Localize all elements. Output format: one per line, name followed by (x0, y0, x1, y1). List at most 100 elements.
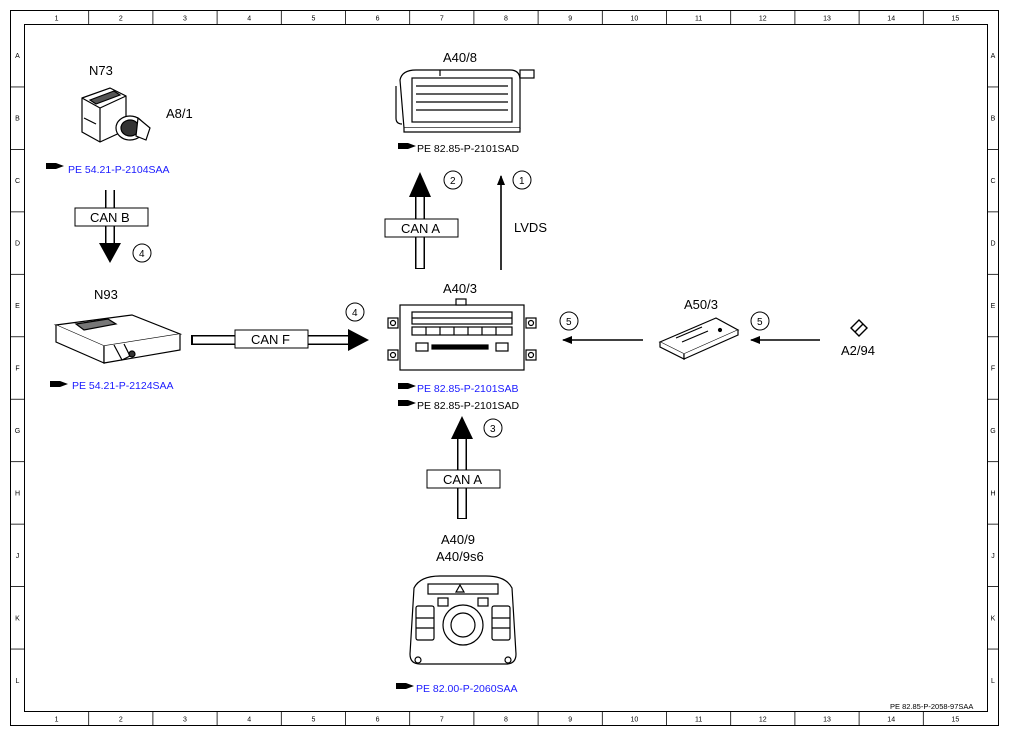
grid-column-label: 14 (887, 16, 895, 23)
grid-column-label: 3 (183, 717, 187, 724)
grid-row-label: F (15, 366, 19, 373)
a40-3-ref-2[interactable]: PE 82.85-P-2101SAD (417, 400, 520, 412)
step-5-marker: 5 (566, 317, 572, 328)
can-a-top-label: CAN A (401, 221, 440, 236)
n93-module-icon (53, 314, 183, 364)
grid-column-label: 10 (631, 717, 639, 724)
ref-pointer-icon (398, 383, 416, 389)
inner-frame (24, 24, 988, 712)
grid-row-label: C (990, 178, 995, 185)
a40-8-ref[interactable]: PE 82.85-P-2101SAD (417, 143, 520, 155)
ref-pointer-icon (50, 381, 68, 387)
grid-column-label: 6 (376, 16, 380, 23)
grid-column-label: 4 (247, 717, 251, 724)
can-b-label: CAN B (90, 210, 130, 225)
step-3-marker: 3 (490, 424, 496, 435)
ref-pointer-icon (398, 400, 416, 406)
grid-row-label: G (15, 428, 20, 435)
grid-row-label: G (990, 428, 995, 435)
can-a-top-box (384, 218, 459, 238)
grid-column-label: 15 (952, 16, 960, 23)
can-f-arrowhead (348, 329, 369, 351)
a40-3-ref-link[interactable]: PE 82.85-P-2101SAB (417, 383, 519, 395)
grid-column-label: 7 (440, 717, 444, 724)
grid-ticks (10, 10, 999, 726)
grid-column-label: 2 (119, 16, 123, 23)
grid-column-label: 12 (759, 16, 767, 23)
grid-row-label: A (991, 53, 996, 60)
grid-column-label: 13 (823, 16, 831, 23)
n93-label: N93 (94, 287, 118, 302)
a40-9s6-label: A40/9s6 (436, 549, 484, 564)
grid-column-label: 6 (376, 717, 380, 724)
a40-8-label: A40/8 (443, 50, 477, 65)
grid-column-label: 14 (887, 717, 895, 724)
step-5-marker: 5 (757, 317, 763, 328)
grid-column-label: 9 (568, 717, 572, 724)
step-2-marker: 2 (450, 176, 456, 187)
grid-row-label: H (990, 490, 995, 497)
can-a-bottom-label: CAN A (443, 472, 482, 487)
grid-column-label: 4 (247, 16, 251, 23)
ignition-switch-icon (81, 87, 151, 143)
grid-row-label: D (990, 241, 995, 248)
step-4-marker: 4 (139, 249, 145, 260)
n93-ref-link[interactable]: PE 54.21-P-2124SAA (72, 380, 174, 392)
grid-column-labels: 1122334455667788991010111112121313141415… (55, 16, 960, 724)
step-4-marker: 4 (352, 308, 358, 319)
grid-column-label: 11 (695, 16, 702, 23)
ref-pointer-icon (396, 683, 414, 689)
grid-row-label: B (991, 116, 996, 123)
antenna-icon (850, 319, 868, 337)
grid-column-label: 11 (695, 717, 702, 724)
grid-column-label: 8 (504, 16, 508, 23)
can-b-arrowhead (99, 243, 121, 263)
grid-column-label: 3 (183, 16, 187, 23)
a2-94-label: A2/94 (841, 343, 875, 358)
grid-column-label: 10 (631, 16, 639, 23)
lvds-label: LVDS (514, 220, 547, 235)
grid-column-label: 13 (823, 717, 831, 724)
grid-column-label: 2 (119, 717, 123, 724)
grid-row-label: J (16, 553, 20, 560)
grid-column-label: 5 (311, 717, 315, 724)
grid-column-label: 15 (952, 717, 960, 724)
grid-row-label: L (991, 678, 995, 685)
n73-ref-link[interactable]: PE 54.21-P-2104SAA (68, 164, 170, 176)
a40-9-label: A40/9 (441, 532, 475, 547)
can-a-bottom-arrowhead (451, 416, 473, 439)
grid-row-label: L (16, 678, 20, 685)
a50-3-label: A50/3 (684, 297, 718, 312)
grid-row-label: E (991, 303, 996, 310)
document-id: PE 82.85-P-2058-97SAA (890, 702, 973, 711)
ref-pointer-icon (46, 163, 64, 169)
a40-3-label: A40/3 (443, 281, 477, 296)
grid-column-label: 1 (55, 717, 59, 724)
grid-column-label: 1 (55, 16, 59, 23)
can-b-box (74, 207, 149, 227)
grid-row-label: K (991, 615, 996, 622)
grid-column-label: 12 (759, 717, 767, 724)
grid-column-label: 5 (311, 16, 315, 23)
a40-9-controller-icon (409, 575, 517, 665)
grid-row-label: E (15, 303, 20, 310)
grid-row-label: K (15, 615, 20, 622)
grid-row-label: C (15, 178, 20, 185)
can-f-label: CAN F (251, 332, 290, 347)
grid-row-label: D (15, 241, 20, 248)
a40-9-ref-link[interactable]: PE 82.00-P-2060SAA (416, 683, 518, 695)
a50-3-module-icon (658, 317, 740, 360)
grid-column-label: 9 (568, 16, 572, 23)
can-f-box (234, 329, 309, 349)
ref-pointer-icon (398, 143, 416, 149)
outer-frame (10, 10, 999, 726)
grid-column-label: 8 (504, 717, 508, 724)
n73-label: N73 (89, 63, 113, 78)
a40-3-head-unit-icon (387, 298, 537, 371)
can-a-top-arrowhead (409, 172, 431, 197)
grid-row-label: F (991, 366, 995, 373)
can-a-bottom-box (426, 469, 501, 489)
grid-column-label: 7 (440, 16, 444, 23)
